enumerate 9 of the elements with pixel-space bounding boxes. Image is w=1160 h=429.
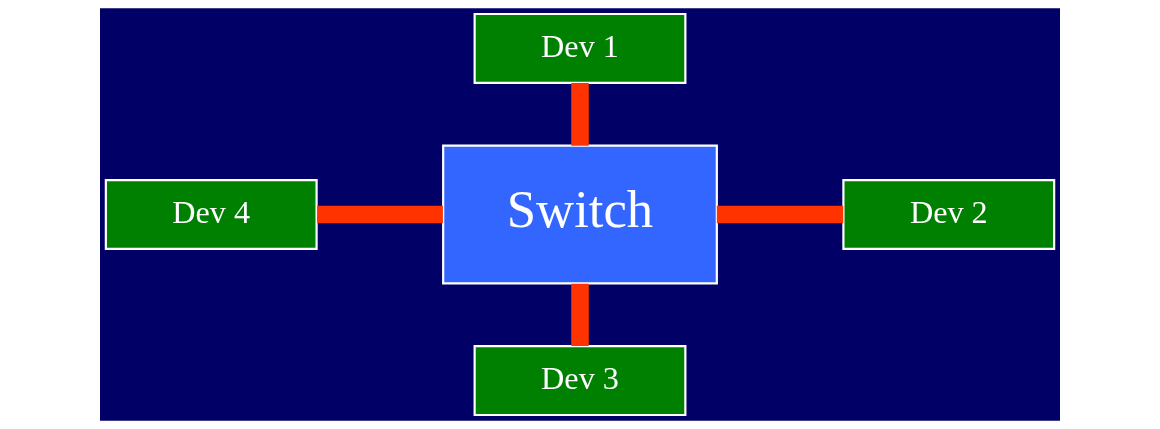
connector bbox=[571, 283, 589, 347]
connector bbox=[571, 82, 589, 146]
node-box: Dev 4 bbox=[104, 179, 318, 250]
connector bbox=[317, 205, 443, 224]
node-box: Switch bbox=[442, 144, 718, 285]
node-box: Dev 2 bbox=[842, 179, 1056, 250]
node-box: Dev 1 bbox=[473, 12, 687, 84]
node-box: Dev 3 bbox=[473, 345, 687, 417]
connector bbox=[716, 205, 844, 224]
